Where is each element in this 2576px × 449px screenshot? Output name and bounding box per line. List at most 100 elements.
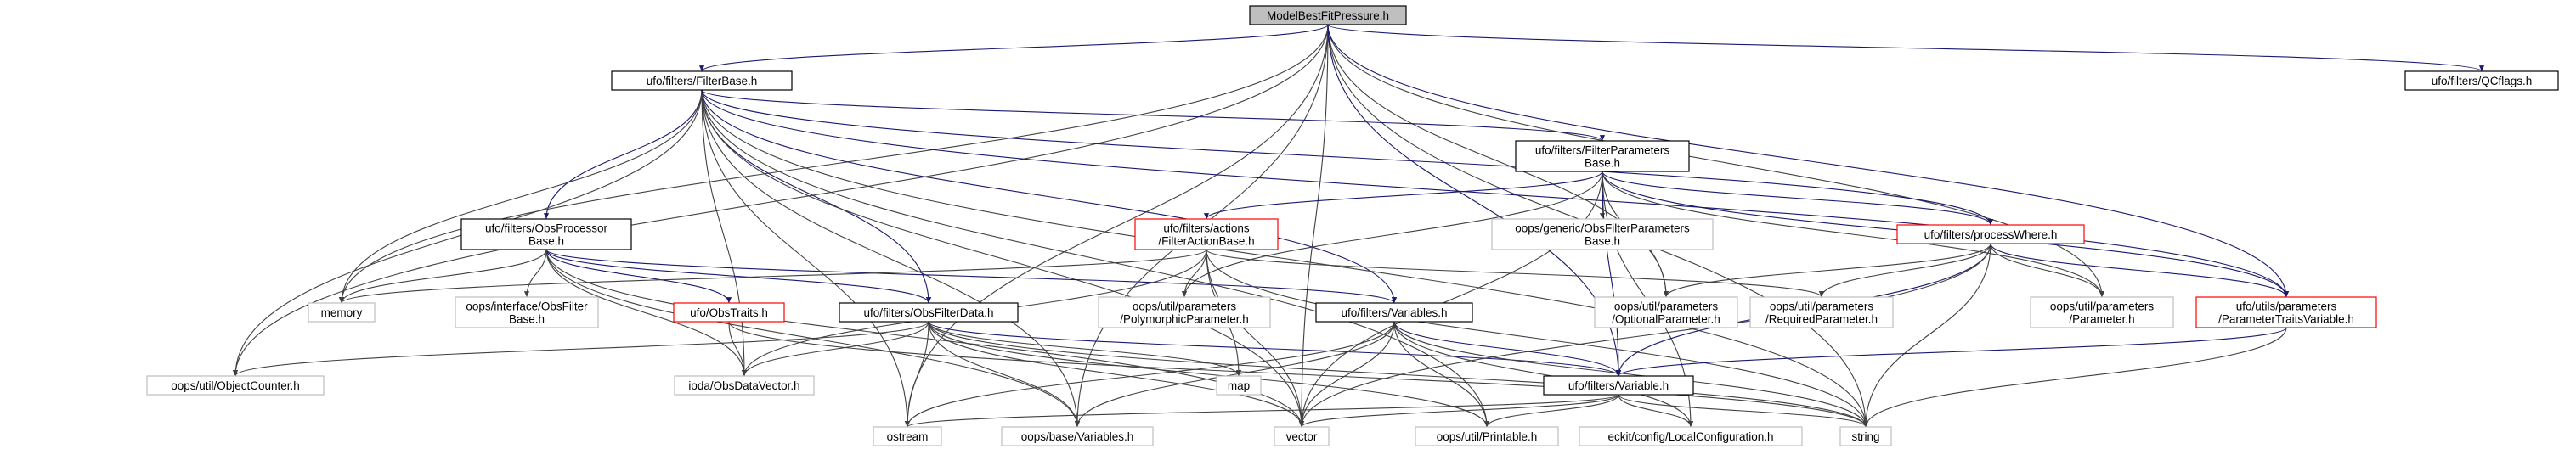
node-label: oops/interface/ObsFilter: [466, 300, 588, 313]
include-edge-obsprocessor-to-obsfilterdata: [545, 249, 931, 304]
include-edge-actionbase-to-required: [1206, 249, 1824, 298]
node-box: [2404, 70, 2559, 91]
node-box: [1515, 140, 1690, 172]
node-label: ufo/filters/QCflags.h: [2432, 75, 2533, 87]
node-string: string: [1839, 426, 1892, 446]
node-label: oops/util/Printable.h: [1437, 430, 1538, 443]
include-edge-obsfilterdata-to-ostream: [904, 321, 929, 428]
node-obstraits[interactable]: ufo/ObsTraits.h: [673, 302, 785, 323]
include-edge-obstraits-to-string: [728, 321, 1868, 428]
include-edge-root-to-traitsvariable: [1327, 24, 2290, 298]
node-label: oops/util/ObjectCounter.h: [171, 379, 300, 392]
include-edge-variables-to-string: [1393, 321, 1869, 428]
include-edge-obsfilterdata-to-string: [928, 321, 1868, 428]
node-box: [1001, 426, 1154, 446]
include-edge-processwhere-to-parameter: [1990, 243, 2105, 298]
node-root[interactable]: ModelBestFitPressure.h: [1249, 5, 1407, 25]
node-processwhere[interactable]: ufo/filters/processWhere.h: [1896, 224, 2085, 244]
node-label: ufo/filters/ObsFilterData.h: [863, 306, 993, 319]
node-label: ufo/utils/parameters: [2236, 300, 2337, 313]
node-obsfilterdata[interactable]: ufo/filters/ObsFilterData.h: [839, 302, 1019, 323]
node-variable[interactable]: ufo/filters/Variable.h: [1543, 375, 1694, 396]
include-edge-root-to-qcflags: [1327, 24, 2484, 72]
node-traitsvariable[interactable]: ufo/utils/parameters/ParameterTraitsVari…: [2195, 296, 2377, 328]
include-edge-root-to-memory: [338, 24, 1329, 304]
include-edge-actionbase-to-polymorphic: [1181, 249, 1207, 298]
include-edge-filterbase-to-traitsvariable: [701, 89, 2289, 298]
node-label: Base.h: [1585, 157, 1620, 170]
include-edge-root-to-ostream: [904, 24, 1329, 428]
node-label: ufo/filters/actions: [1163, 222, 1250, 235]
include-edge-traitsvariable-to-string: [1862, 327, 2287, 428]
node-variables[interactable]: ufo/filters/Variables.h: [1315, 302, 1473, 323]
include-edge-processwhere-to-required: [1818, 243, 1991, 298]
include-edge-obsprocessor-to-obsdatavector: [545, 249, 748, 377]
include-edge-obsprocessor-to-obstraits: [545, 249, 732, 304]
node-label: memory: [321, 306, 363, 319]
include-edge-filterparams-to-parameter: [1602, 171, 2105, 298]
node-box: [1134, 218, 1279, 250]
include-edge-variables-to-variable: [1393, 321, 1622, 377]
include-edge-processwhere-to-vector: [1298, 243, 1991, 428]
node-label: ufo/filters/Variable.h: [1568, 379, 1669, 392]
node-box: [673, 302, 785, 323]
node-box: [674, 375, 815, 396]
node-objectcounter: oops/util/ObjectCounter.h: [146, 375, 325, 396]
node-optional: oops/util/parameters/OptionalParameter.h: [1594, 296, 1738, 328]
include-edge-obsprocessor-to-memory: [338, 249, 547, 304]
include-edge-variable-to-ostream: [905, 394, 1619, 428]
node-label: oops/generic/ObsFilterParameters: [1515, 222, 1690, 235]
include-edge-filterparams-to-variable: [1602, 171, 1622, 377]
node-label: map: [1228, 379, 1250, 392]
include-edge-obstraits-to-obsdatavector: [728, 321, 748, 377]
include-edge-filterbase-to-processwhere: [701, 89, 1993, 226]
node-memory: memory: [308, 302, 376, 323]
node-label: Base.h: [528, 235, 564, 248]
node-box: [1315, 302, 1473, 323]
node-box: [146, 375, 325, 396]
include-edge-obsprocessor-to-vector: [545, 249, 1305, 428]
include-edge-obsprocessor-to-variables: [545, 249, 1397, 304]
include-edge-filterbase-to-memory: [338, 89, 703, 304]
node-actionbase[interactable]: ufo/filters/actions/FilterActionBase.h: [1134, 218, 1279, 250]
include-edge-root-to-variable: [1327, 24, 1622, 377]
include-edge-variables-to-localconfig: [1393, 321, 1694, 428]
include-edge-variables-to-vector: [1298, 321, 1395, 428]
include-edge-filterbase-to-string: [701, 89, 1869, 428]
node-label: ufo/ObsTraits.h: [690, 306, 768, 319]
include-edge-actionbase-to-vector: [1206, 249, 1305, 428]
include-edge-filterbase-to-basevariables: [701, 89, 1081, 428]
node-box: [1249, 5, 1407, 25]
node-box: [2030, 296, 2174, 328]
include-edge-filterbase-to-vector: [701, 89, 1305, 428]
node-box: [1491, 218, 1714, 250]
node-required: oops/util/parameters/RequiredParameter.h: [1749, 296, 1894, 328]
node-label: /ParameterTraitsVariable.h: [2218, 313, 2354, 326]
include-edge-root-to-vector: [1298, 24, 1329, 428]
node-filterbase[interactable]: ufo/filters/FilterBase.h: [611, 70, 793, 91]
node-label: /OptionalParameter.h: [1612, 313, 1720, 326]
node-label: ioda/ObsDataVector.h: [688, 379, 799, 392]
include-edge-obsfilterdata-to-map: [928, 321, 1242, 377]
node-box: [1543, 375, 1694, 396]
node-vector: vector: [1274, 426, 1330, 446]
node-obsdatavector: ioda/ObsDataVector.h: [674, 375, 815, 396]
node-box: [611, 70, 793, 91]
node-polymorphic: oops/util/parameters/PolymorphicParamete…: [1098, 296, 1271, 328]
node-label: eckit/config/LocalConfiguration.h: [1607, 430, 1773, 443]
node-qcflags[interactable]: ufo/filters/QCflags.h: [2404, 70, 2559, 91]
node-label: oops/base/Variables.h: [1021, 430, 1134, 443]
include-edge-filterparams-to-actionbase: [1204, 171, 1603, 220]
include-edge-filterbase-to-printable: [701, 89, 1490, 428]
node-label: Base.h: [1585, 235, 1620, 248]
node-box: [1749, 296, 1894, 328]
nodes-layer: ModelBestFitPressure.h ufo/filters/Filter…: [146, 5, 2559, 446]
node-label: string: [1851, 430, 1879, 443]
node-label: Base.h: [509, 313, 545, 326]
include-edge-variables-to-basevariables: [1074, 321, 1395, 428]
node-box: [1415, 426, 1559, 446]
